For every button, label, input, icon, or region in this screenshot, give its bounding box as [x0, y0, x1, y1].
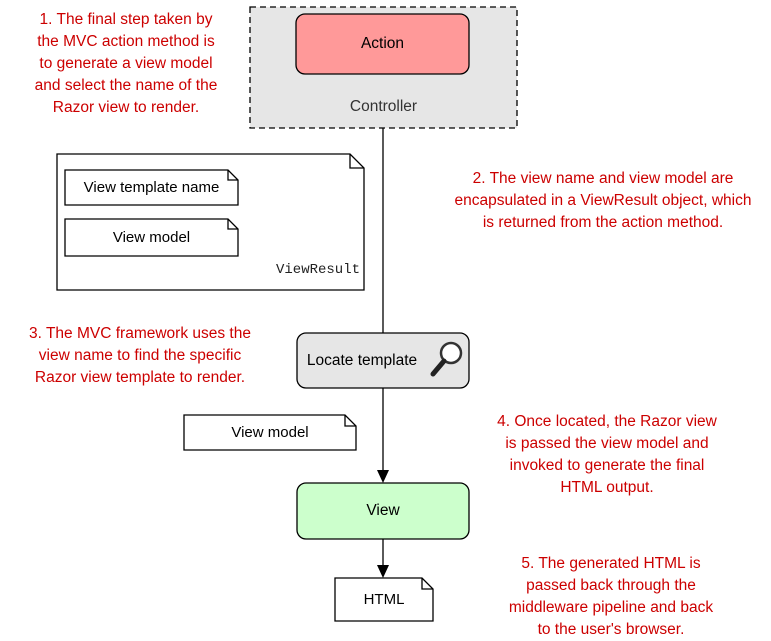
controller-label: Controller [349, 98, 418, 115]
note-1: 1. The final step taken by the MVC actio… [34, 11, 218, 116]
arrowhead-to-view [377, 470, 389, 483]
locate-template-label: Locate template [306, 351, 418, 369]
note-2: 2. The view name and view model are enca… [454, 170, 752, 231]
view-template-name-document [64, 169, 239, 206]
view-template-name-label: View template name [83, 179, 220, 196]
action-box [295, 13, 470, 75]
note-5: 5. The generated HTML is passed back thr… [508, 555, 714, 638]
view-model-document [183, 414, 357, 451]
html-document [334, 577, 434, 622]
arrowhead-to-html [377, 565, 389, 578]
action-label: Action [360, 35, 405, 52]
locate-template-box [296, 332, 470, 389]
note-3: 3. The MVC framework uses the view name … [29, 325, 251, 386]
view-model-inner-label: View model [112, 229, 191, 246]
note-4: 4. Once located, the Razor view is passe… [497, 413, 717, 496]
viewresult-label: ViewResult [275, 262, 360, 278]
magnifier-icon [430, 341, 463, 377]
view-model-document-inner [64, 218, 239, 257]
view-box [296, 482, 470, 540]
view-label: View [366, 502, 400, 519]
html-label: HTML [363, 591, 405, 608]
view-model-label: View model [231, 424, 309, 441]
